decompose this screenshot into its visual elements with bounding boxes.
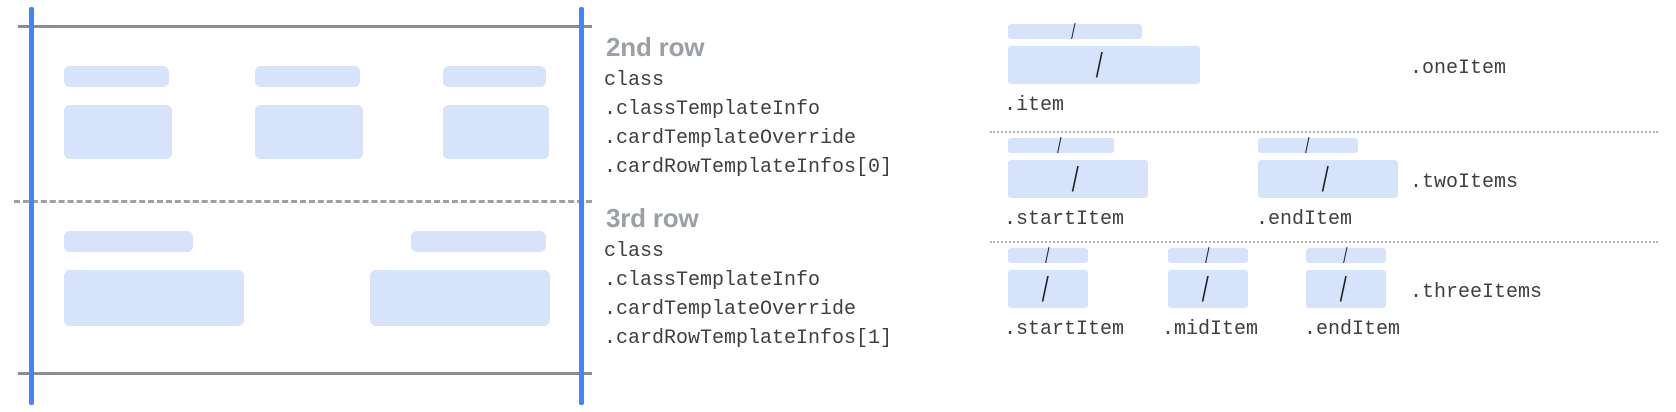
variant-separator-dotted-line bbox=[990, 131, 1658, 133]
annotation-class-path: class .classTemplateInfo .cardTemplateOv… bbox=[604, 66, 892, 182]
slash-glyph: / bbox=[1045, 243, 1050, 269]
item-label-bar: / bbox=[1008, 244, 1088, 268]
slash-glyph: / bbox=[1071, 19, 1076, 45]
variant-separator-dotted-line bbox=[990, 241, 1658, 243]
annotation-line: .cardRowTemplateInfos[0] bbox=[604, 156, 893, 179]
top-boundary-line bbox=[18, 25, 592, 28]
variant-two-items: / / .startItem / / .endItem .twoItems bbox=[986, 134, 1676, 242]
item-content-box: / bbox=[1008, 46, 1200, 84]
item-label-bar: / bbox=[1168, 244, 1248, 268]
item-label-bar: / bbox=[1258, 134, 1358, 158]
item-label-bar: / bbox=[1008, 20, 1142, 44]
annotation-line: class bbox=[604, 69, 665, 92]
item-content-box: / bbox=[1008, 270, 1088, 308]
variant-one-item: / / .item .oneItem bbox=[986, 20, 1676, 132]
annotation-second-row: 2nd row class .classTemplateInfo .cardTe… bbox=[604, 32, 892, 182]
item-content-box: / bbox=[1306, 270, 1386, 308]
item-class-label: .endItem bbox=[1256, 208, 1353, 231]
row3-cell1-content-box bbox=[64, 270, 244, 326]
annotation-line: class bbox=[604, 240, 665, 263]
slash-glyph: / bbox=[1305, 133, 1310, 159]
slash-glyph: / bbox=[1340, 268, 1347, 310]
left-margin-guide-line bbox=[29, 7, 34, 405]
row2-cell2-label-bar bbox=[255, 66, 360, 87]
variant-class-label: .twoItems bbox=[1410, 171, 1519, 194]
row2-cell2-content-box bbox=[255, 105, 363, 159]
item-content-box: / bbox=[1008, 160, 1148, 198]
item-class-label: .item bbox=[1004, 94, 1065, 117]
item-content-box: / bbox=[1258, 160, 1398, 198]
row3-cell2-label-bar bbox=[411, 231, 546, 252]
slash-glyph: / bbox=[1096, 44, 1103, 86]
annotation-line: .cardTemplateOverride bbox=[604, 298, 857, 321]
card-row-layout-preview bbox=[0, 0, 600, 412]
annotation-line: .cardTemplateOverride bbox=[604, 127, 857, 150]
slash-glyph: / bbox=[1202, 268, 1209, 310]
annotation-third-row: 3rd row class .classTemplateInfo .cardTe… bbox=[604, 203, 892, 353]
variant-class-label: .threeItems bbox=[1410, 281, 1543, 304]
item-label-bar: / bbox=[1306, 244, 1386, 268]
row3-cell2-content-box bbox=[370, 270, 550, 326]
row-divider-dashed-line bbox=[14, 200, 592, 203]
variant-three-items: / / .startItem / / .midItem / / .endItem bbox=[986, 244, 1676, 358]
annotation-class-path: class .classTemplateInfo .cardTemplateOv… bbox=[604, 237, 892, 353]
annotation-title: 3rd row bbox=[606, 203, 699, 233]
right-margin-guide-line bbox=[579, 7, 584, 405]
annotation-line: .classTemplateInfo bbox=[604, 98, 821, 121]
item-label-bar: / bbox=[1008, 134, 1114, 158]
row2-cell3-label-bar bbox=[443, 66, 546, 87]
item-class-label: .midItem bbox=[1162, 318, 1259, 341]
annotation-line: .classTemplateInfo bbox=[604, 269, 821, 292]
item-template-variants: / / .item .oneItem / / .startItem / / bbox=[986, 0, 1676, 412]
row2-cell3-content-box bbox=[443, 105, 549, 159]
slash-glyph: / bbox=[1343, 243, 1348, 269]
row2-cell1-label-bar bbox=[64, 66, 169, 87]
item-class-label: .endItem bbox=[1304, 318, 1401, 341]
item-class-label: .startItem bbox=[1004, 318, 1125, 341]
item-class-label: .startItem bbox=[1004, 208, 1125, 231]
annotation-line: .cardRowTemplateInfos[1] bbox=[604, 327, 893, 350]
row3-cell1-label-bar bbox=[64, 231, 193, 252]
slash-glyph: / bbox=[1057, 133, 1062, 159]
item-content-box: / bbox=[1168, 270, 1248, 308]
row2-cell1-content-box bbox=[64, 105, 172, 159]
bottom-boundary-line bbox=[18, 372, 592, 375]
annotation-title: 2nd row bbox=[606, 32, 705, 62]
slash-glyph: / bbox=[1042, 268, 1049, 310]
slash-glyph: / bbox=[1205, 243, 1210, 269]
slash-glyph: / bbox=[1072, 158, 1079, 200]
variant-class-label: .oneItem bbox=[1410, 57, 1507, 80]
slash-glyph: / bbox=[1322, 158, 1329, 200]
